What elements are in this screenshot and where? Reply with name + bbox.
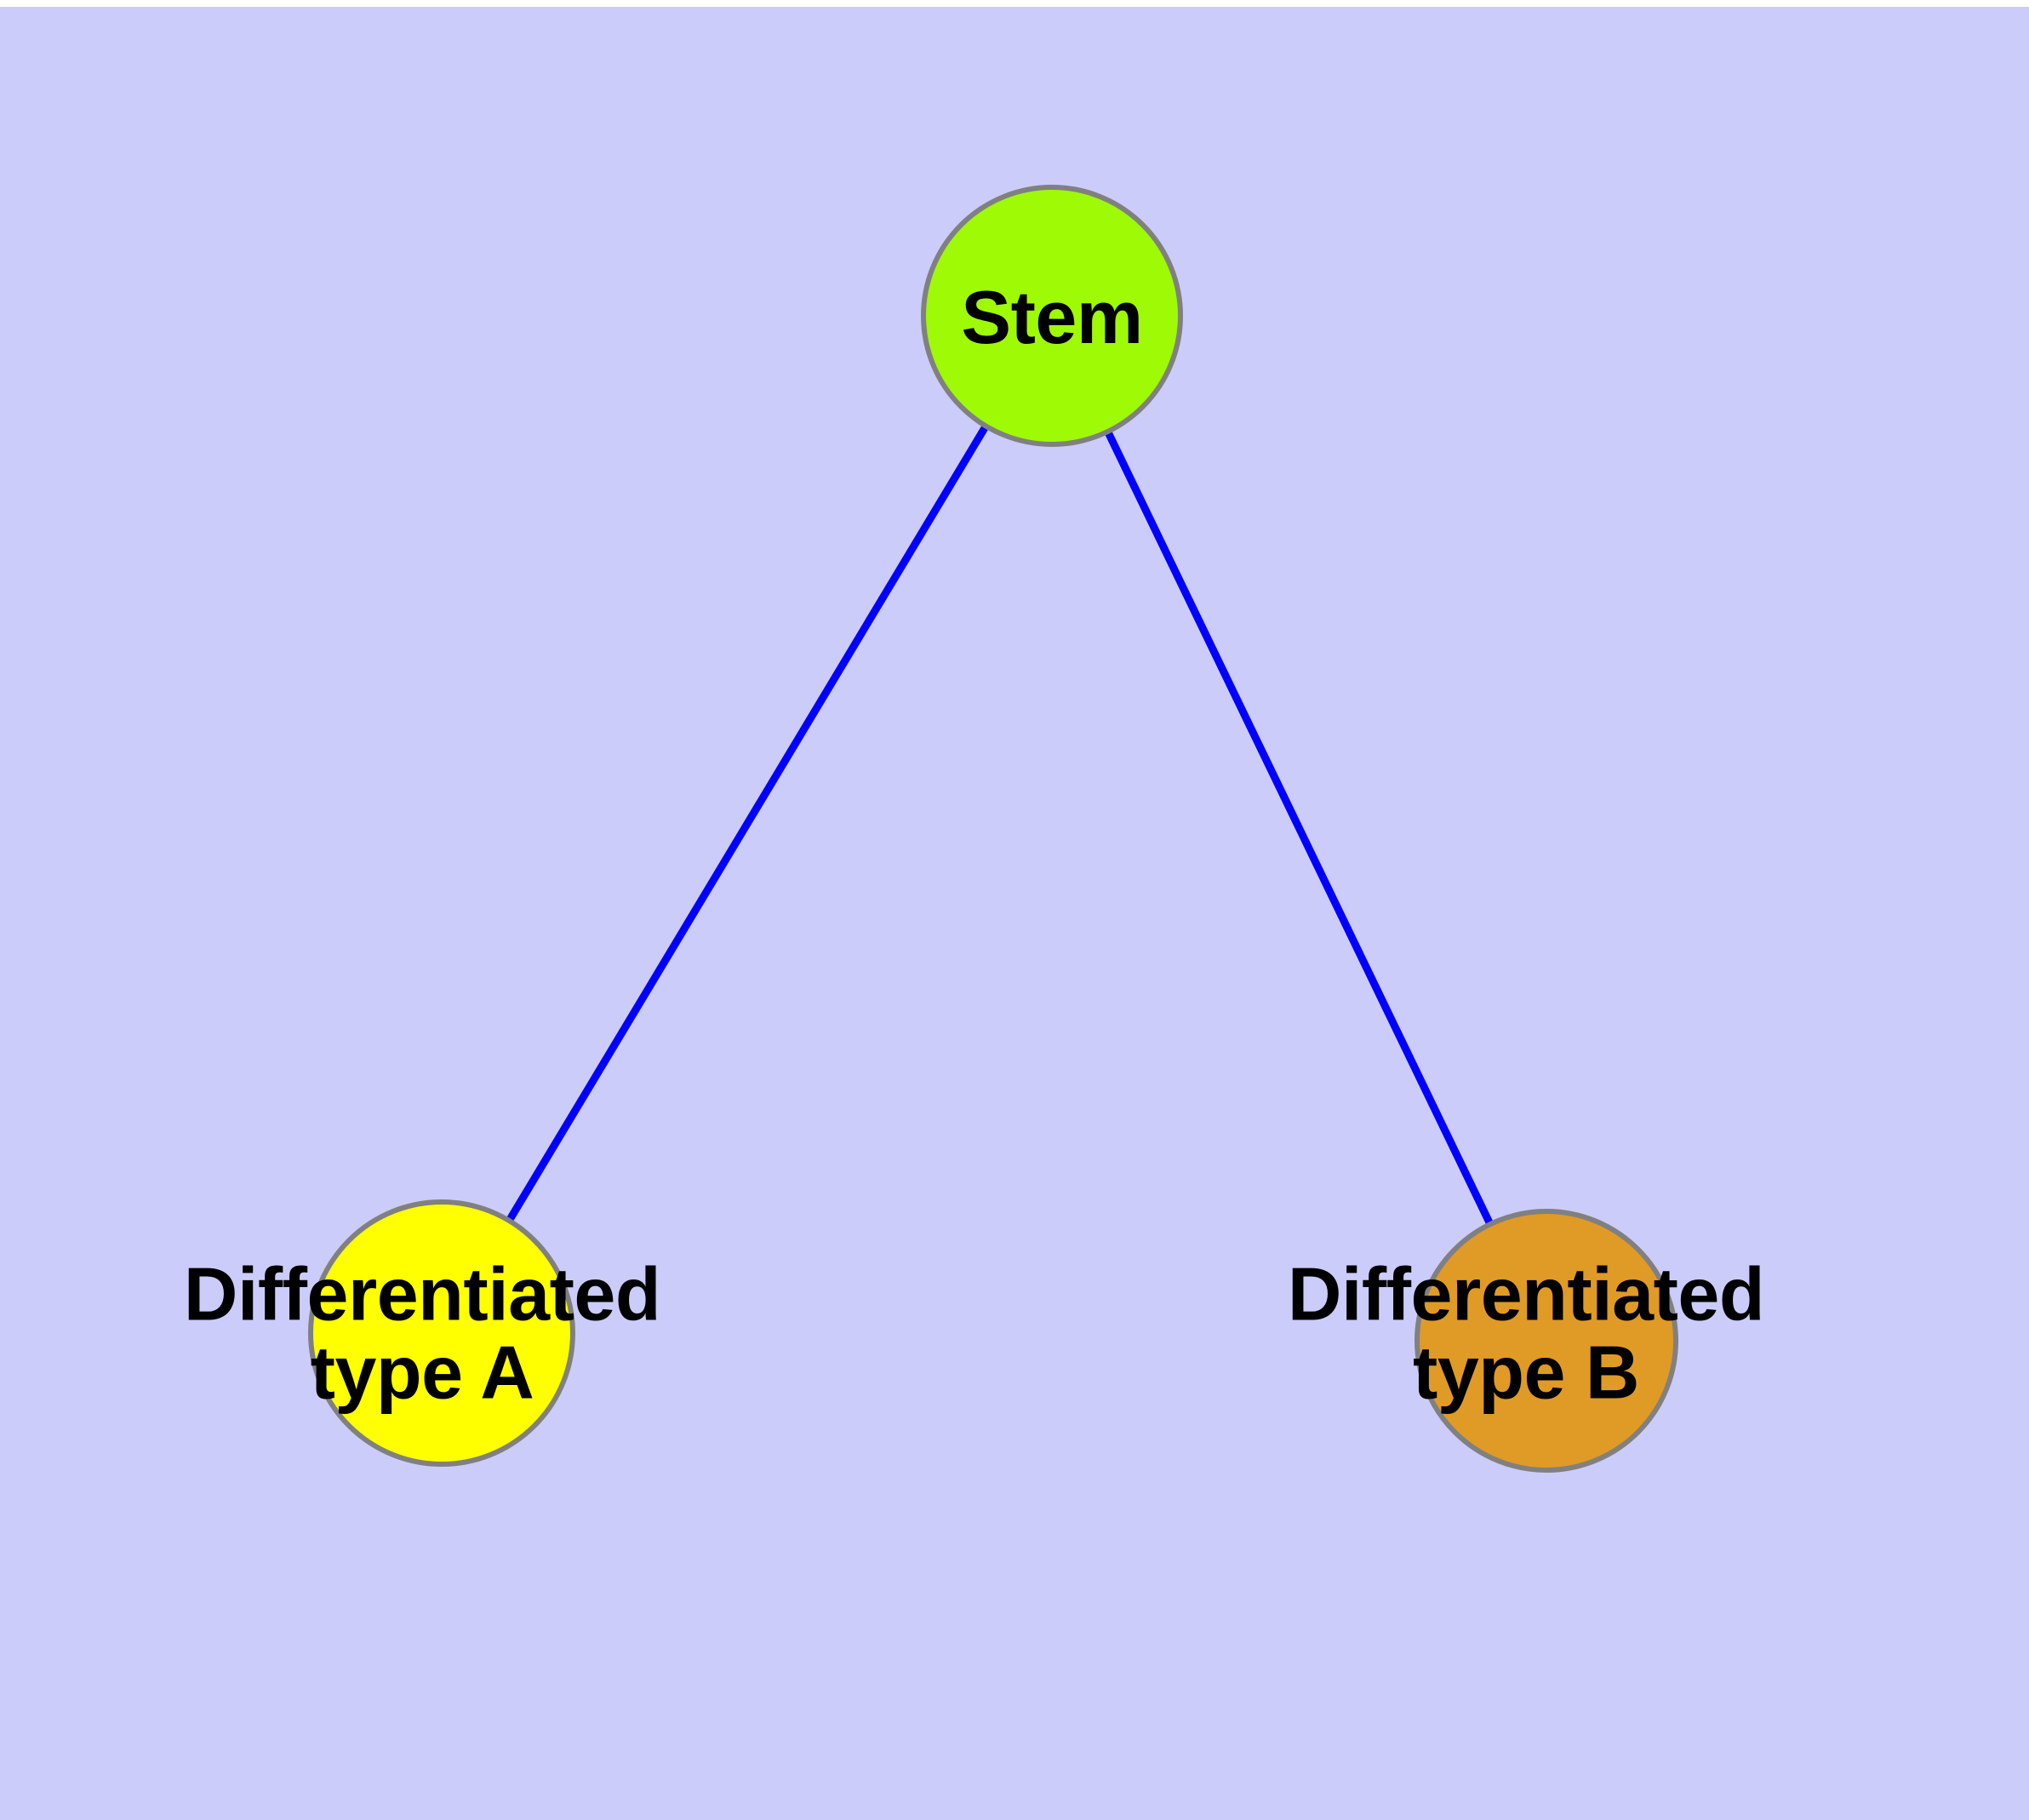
node-diff-a[interactable] xyxy=(308,1199,575,1467)
edge-stem-diff-a[interactable] xyxy=(506,425,989,1222)
node-diff-b[interactable] xyxy=(1415,1209,1678,1473)
edge-stem-diff-b[interactable] xyxy=(1105,431,1494,1225)
nodes-group xyxy=(308,185,1678,1473)
node-stem[interactable] xyxy=(921,185,1183,447)
edges-group xyxy=(506,425,1494,1225)
